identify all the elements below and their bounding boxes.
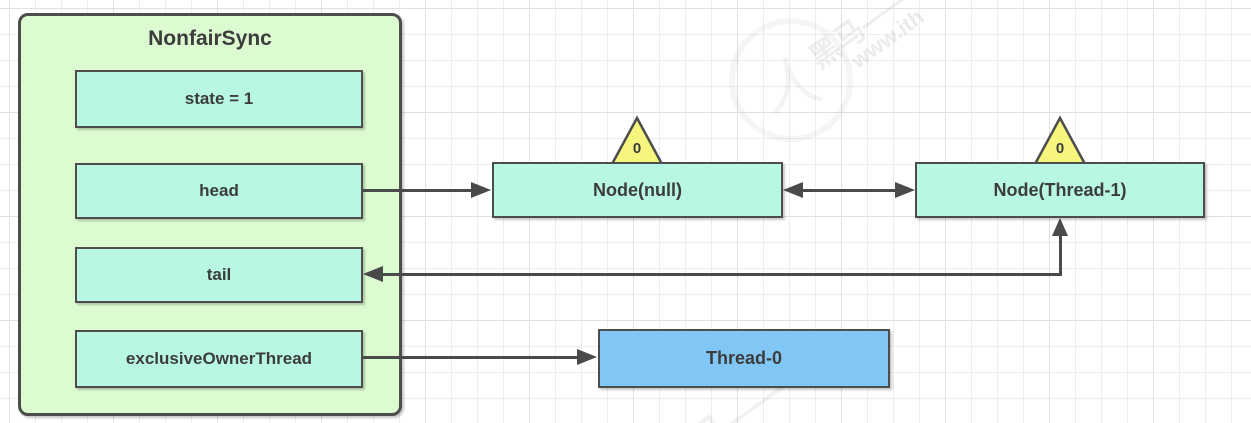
field-tail-label: tail xyxy=(206,265,232,284)
edge-node-node-arrowhead-left-icon xyxy=(783,182,803,198)
field-exclusiveownerthread-label: exclusiveOwnerThread xyxy=(125,349,313,368)
watermark-logo-circle: 人 xyxy=(729,18,853,142)
watermark-brand-text: 黑马—— xyxy=(803,0,921,76)
field-state-label: state = 1 xyxy=(184,89,254,108)
field-tail: tail xyxy=(75,247,363,303)
edge-eot-to-thread-arrowhead-icon xyxy=(577,349,597,365)
waitstatus-value-node-thread1: 0 xyxy=(1055,140,1065,157)
field-state: state = 1 xyxy=(75,70,363,128)
field-head: head xyxy=(75,163,363,219)
thread0-box: Thread-0 xyxy=(598,329,890,388)
edge-node-node-line xyxy=(799,189,899,192)
waitstatus-value-node-null: 0 xyxy=(632,140,642,157)
watermark-site-text: www.ith xyxy=(846,3,929,74)
edge-tail-node-hline xyxy=(380,273,1062,276)
edge-tail-node-arrowhead-left-icon xyxy=(363,266,383,282)
field-exclusiveownerthread: exclusiveOwnerThread xyxy=(75,330,363,388)
edge-eot-to-thread-line xyxy=(363,356,579,359)
field-head-label: head xyxy=(199,181,239,200)
node-thread1-label: Node(Thread-1) xyxy=(993,179,1127,200)
thread0-label: Thread-0 xyxy=(705,348,783,368)
edge-tail-node-vline xyxy=(1059,234,1062,276)
edge-tail-node-arrowhead-up-icon xyxy=(1052,218,1068,236)
node-null-label: Node(null) xyxy=(593,179,682,200)
watermark-logo-figure-icon: 人 xyxy=(755,46,829,125)
node-thread1-box: Node(Thread-1) xyxy=(915,162,1205,218)
edge-head-to-node-arrowhead-icon xyxy=(471,182,491,198)
node-null-box: Node(null) xyxy=(492,162,783,218)
edge-head-to-node-line xyxy=(363,189,473,192)
nonfairsync-title: NonfairSync xyxy=(148,27,272,50)
edge-node-node-arrowhead-right-icon xyxy=(895,182,915,198)
